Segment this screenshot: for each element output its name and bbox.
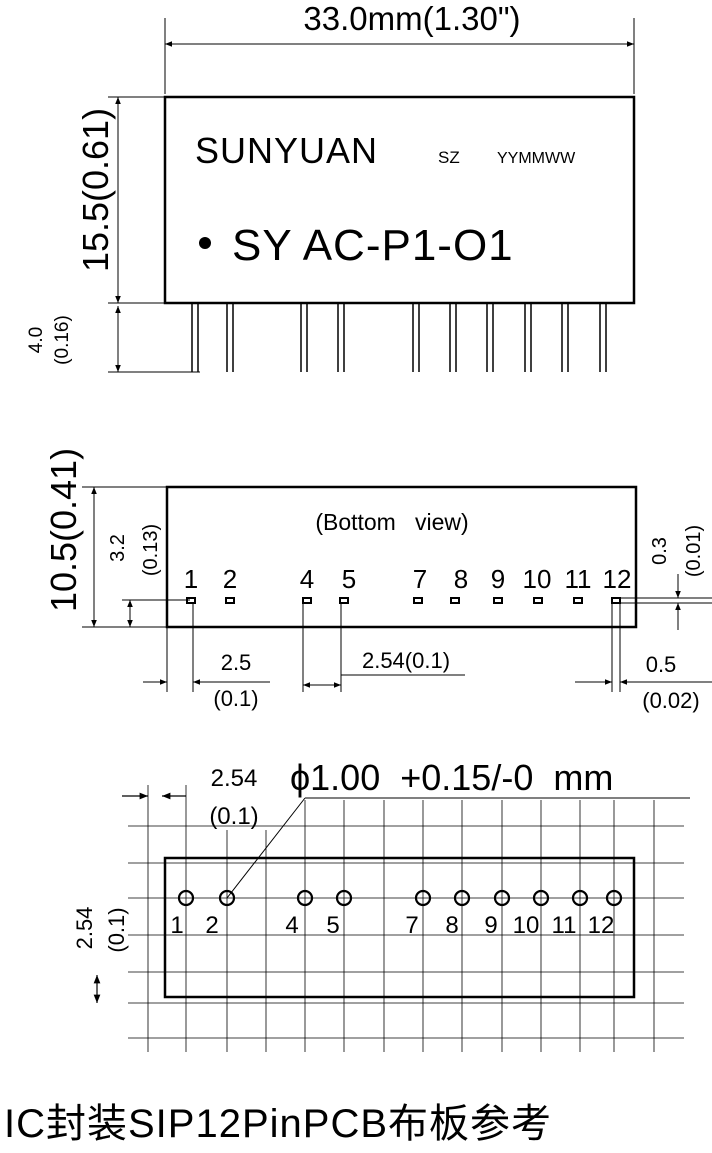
bottom-view <box>82 485 712 692</box>
bottom-height-dim: 10.5(0.41) <box>43 448 84 612</box>
module-body <box>163 95 636 305</box>
pcb-pin-label: 4 <box>285 912 298 939</box>
pin-offset-dim-inch: (0.13) <box>140 524 162 576</box>
pin-width-dim: 0.3 <box>649 537 671 565</box>
bottom-pin-label: 11 <box>565 564 592 594</box>
brand-suffix: SZ <box>438 148 460 167</box>
pcb-pin-label: 9 <box>484 912 497 939</box>
pcb-pin-label: 11 <box>552 912 577 939</box>
pcb-holes <box>177 889 623 907</box>
bottom-view-title: (Bottom view) <box>315 509 468 535</box>
date-code: YYMMWW <box>497 150 576 167</box>
bottom-pin-label: 5 <box>342 564 356 594</box>
hole-spec: ϕ1.00 +0.15/-0 mm <box>290 757 613 798</box>
pcb-pin-label: 12 <box>588 912 615 939</box>
bottom-pin-label: 9 <box>491 564 505 594</box>
bottom-pin-label: 2 <box>223 564 237 594</box>
end-dim-inch: (0.02) <box>642 688 699 713</box>
bottom-pin-label: 8 <box>454 564 468 594</box>
pin-length-dim: 4.0 <box>26 327 47 353</box>
bottom-pin-label: 7 <box>413 564 427 594</box>
pcb-grid-dim: 2.54 <box>211 765 258 792</box>
pcb-pin-label: 5 <box>326 912 339 939</box>
edge-dim: 2.5 <box>221 650 252 675</box>
bottom-body <box>165 485 638 629</box>
bottom-pin-labels: 1 2 4 5 7 8 9 10 11 12 <box>184 564 632 594</box>
top-width-dim: 33.0mm(1.30") <box>303 0 520 37</box>
top-view <box>108 18 636 373</box>
pcb-row-dim-inch: (0.1) <box>104 907 129 952</box>
pcb-pin-label: 8 <box>445 912 458 939</box>
pin-length-dim-inch: (0.16) <box>52 315 73 365</box>
pcb-outline <box>163 856 636 999</box>
top-height-dim: 15.5(0.61) <box>75 108 116 272</box>
mechanical-drawing: 33.0mm(1.30") 15.5(0.61) 4.0 (0.16) SUNY… <box>26 0 712 1052</box>
bottom-pin-label: 10 <box>523 564 552 594</box>
brand-label: SUNYUAN <box>195 130 378 171</box>
pin-width-dim-inch: (0.01) <box>683 525 705 577</box>
bottom-pin-label: 1 <box>184 564 198 594</box>
edge-dim-inch: (0.1) <box>213 686 258 711</box>
pcb-grid-dim-inch: (0.1) <box>209 803 258 830</box>
bottom-pin-label: 4 <box>300 564 314 594</box>
pcb-pin-label: 7 <box>405 912 418 939</box>
pcb-pin-labels: 1 2 4 5 7 8 9 10 11 12 <box>170 912 614 939</box>
pcb-pin-label: 2 <box>205 912 218 939</box>
pitch-dim: 2.54(0.1) <box>362 648 450 673</box>
model-label: SY AC-P1-O1 <box>232 221 514 270</box>
pcb-view <box>93 792 690 1003</box>
pin1-dot-icon <box>199 237 211 249</box>
drawing-caption: IC封装SIP12PinPCB布板参考 <box>4 1102 553 1146</box>
pins <box>191 303 607 372</box>
pcb-pin-label: 1 <box>170 912 183 939</box>
bottom-pin-pads <box>186 597 621 604</box>
pin-offset-dim: 3.2 <box>107 534 129 562</box>
bottom-pin-label: 12 <box>603 564 632 594</box>
pcb-pin-label: 10 <box>513 912 540 939</box>
pcb-grid <box>128 785 684 1052</box>
end-dim: 0.5 <box>646 652 677 677</box>
pcb-row-dim: 2.54 <box>72 907 97 950</box>
